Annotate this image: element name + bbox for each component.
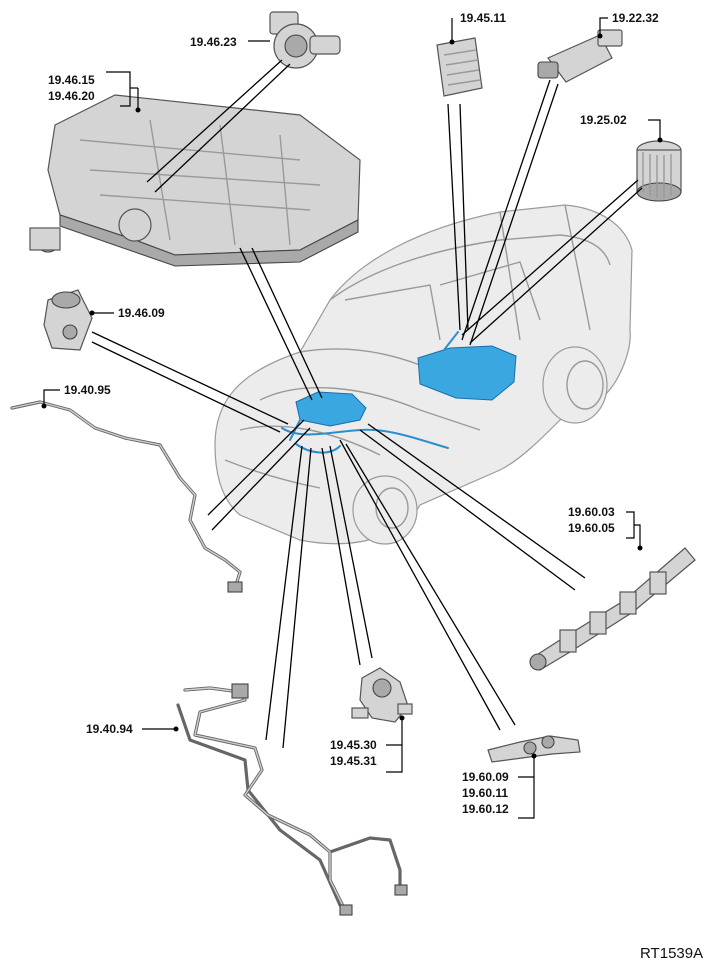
callout-19-22-32: 19.22.32: [612, 11, 659, 25]
high-pressure-line-part: [176, 683, 408, 916]
callout-group-19-25-02: 19.25.02: [580, 113, 663, 143]
callout-19-46-23: 19.46.23: [190, 35, 237, 49]
intake-manifold-part: [29, 94, 361, 267]
callout-19-40-94: 19.40.94: [86, 722, 133, 736]
throttle-body-part: [269, 11, 341, 69]
callout-group-19-46-15: 19.46.15 19.46.20: [48, 71, 141, 113]
callout-19-60-09: 19.60.09: [462, 770, 509, 784]
rear-wheel: [542, 346, 608, 424]
figure-reference: RT1539A: [640, 945, 703, 962]
fuel-line-part: [10, 400, 243, 593]
callout-group-19-45-11: 19.45.11: [449, 11, 506, 45]
callout-19-46-09: 19.46.09: [118, 306, 165, 320]
fuel-filter-part: [636, 140, 682, 202]
callout-group-19-40-94: 19.40.94: [86, 722, 179, 736]
leader-lines: [91, 40, 643, 749]
callout-group-19-40-95: 19.40.95: [41, 383, 111, 409]
callout-group-19-60-03: 19.60.03 19.60.05: [568, 505, 643, 551]
callout-19-46-15: 19.46.15: [48, 73, 95, 87]
callout-19-45-11: 19.45.11: [460, 11, 506, 25]
fuel-rail-part: [529, 547, 696, 671]
callout-19-40-95: 19.40.95: [64, 383, 111, 397]
callout-group-19-45-30: 19.45.30 19.45.31: [330, 715, 405, 773]
pressure-sensor-part: [537, 29, 623, 83]
callout-19-60-05: 19.60.05: [568, 521, 615, 535]
pressure-regulator-part: [43, 289, 93, 351]
callout-group-19-46-09: 19.46.09: [89, 306, 165, 320]
callout-group-19-22-32: 19.22.32: [597, 11, 659, 39]
callout-19-60-11: 19.60.11: [462, 786, 508, 800]
high-pressure-pump-part: [351, 667, 413, 723]
callout-19-60-03: 19.60.03: [568, 505, 615, 519]
engine-highlight: [295, 391, 367, 427]
callout-19-60-12: 19.60.12: [462, 802, 509, 816]
callout-19-45-31: 19.45.31: [330, 754, 377, 768]
control-module-part: [436, 37, 483, 97]
injector-part: [487, 735, 581, 763]
fuel-tank-highlight: [417, 345, 517, 401]
callout-19-46-20: 19.46.20: [48, 89, 95, 103]
callout-19-45-30: 19.45.30: [330, 738, 377, 752]
callout-19-25-02: 19.25.02: [580, 113, 627, 127]
callout-group-19-60-09: 19.60.09 19.60.11 19.60.12: [462, 753, 537, 819]
